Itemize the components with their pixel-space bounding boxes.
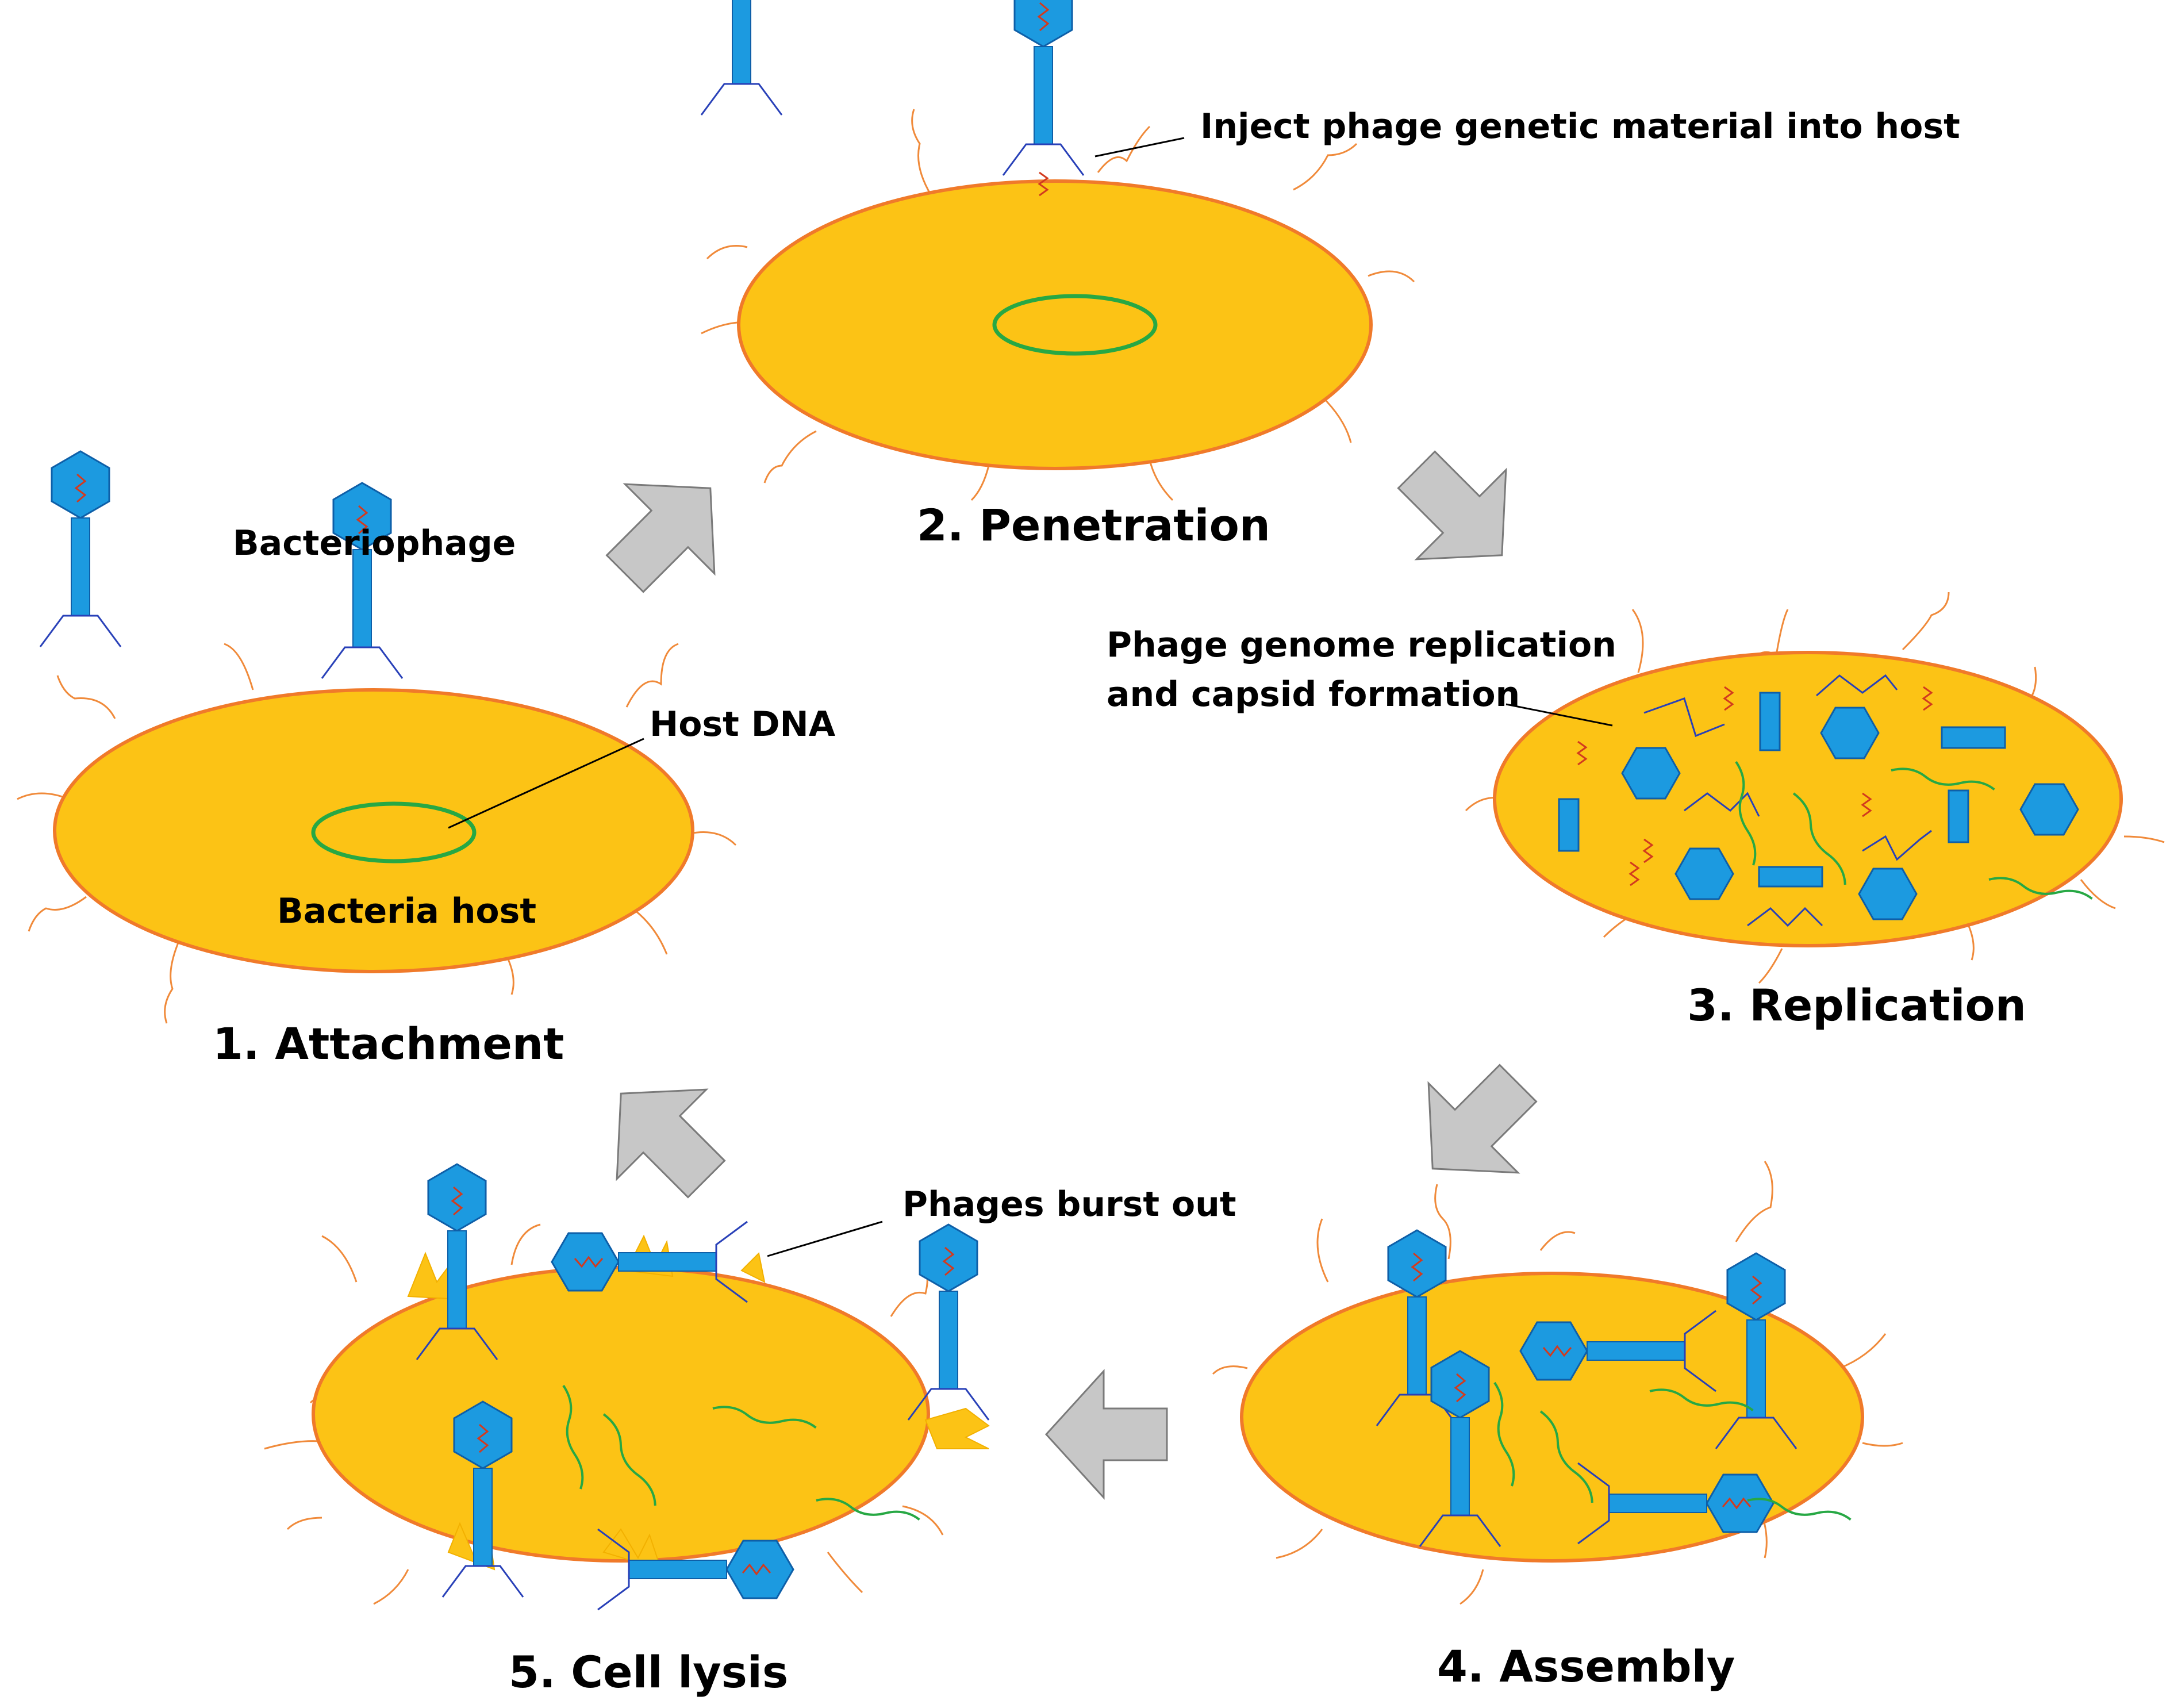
- bacteriophage-icon: [321, 482, 404, 680]
- bacteriophage-icon: [700, 0, 783, 116]
- replication-note-line-2: and capsid formation: [1107, 674, 1520, 715]
- replication-note-line-1: Phage genome replication: [1107, 625, 1616, 665]
- bacteriophage-icon: [1002, 0, 1085, 176]
- stage-3-title: 3. Replication: [1687, 980, 2026, 1031]
- stage-5-title: 5. Cell lysis: [509, 1646, 788, 1698]
- tail-fibers: [1643, 674, 1932, 927]
- capsid-parts: [1558, 692, 2079, 920]
- stage-cell-lysis: Phages burst out 5. Cell lysis: [264, 1163, 1236, 1698]
- bacteriophage-icon: [39, 450, 122, 648]
- pili: [701, 109, 1415, 501]
- bacteria-cell: [53, 688, 694, 973]
- inject-label: Inject phage genetic material into host: [1200, 106, 1960, 147]
- bacteria-cell: [737, 179, 1373, 470]
- arrow-penetration-to-replication: [1371, 424, 1548, 601]
- inject-pointer: [1094, 137, 1185, 158]
- host-dna-pointer: [448, 738, 644, 829]
- host-dna-label: Host DNA: [650, 704, 836, 744]
- pili: [1212, 1161, 1903, 1605]
- arrow-attachment-to-penetration: [579, 442, 756, 619]
- bacteria-cell: [1493, 651, 2123, 947]
- replication-pointer: [1505, 703, 1613, 727]
- arrow-lysis-to-attachment: [575, 1047, 752, 1225]
- burst-pointer: [767, 1220, 883, 1257]
- host-dna-ring: [992, 294, 1158, 356]
- bacteria-cell: [312, 1266, 930, 1563]
- burst-label: Phages burst out: [902, 1184, 1236, 1225]
- bacteria-host-label: Bacteria host: [277, 891, 536, 931]
- stage-assembly: 4. Assembly: [1212, 1161, 1903, 1692]
- stage-4-title: 4. Assembly: [1437, 1641, 1735, 1692]
- stage-penetration: Inject phage genetic material into host …: [700, 0, 1960, 551]
- stage-2-title: 2. Penetration: [917, 500, 1270, 551]
- stage-replication: Phage genome replication and capsid form…: [1107, 592, 2165, 1031]
- arrow-assembly-to-lysis: [1045, 1370, 1168, 1499]
- stage-1-title: 1. Attachment: [213, 1018, 564, 1069]
- bacteria-cell: [1240, 1272, 1864, 1563]
- stage-attachment: Bacteriophage Host DNA Bacteria host 1. …: [17, 450, 836, 1069]
- bacteriophage-label: Bacteriophage: [233, 523, 516, 563]
- host-dna-ring: [311, 801, 477, 863]
- arrow-replication-to-assembly: [1387, 1038, 1564, 1215]
